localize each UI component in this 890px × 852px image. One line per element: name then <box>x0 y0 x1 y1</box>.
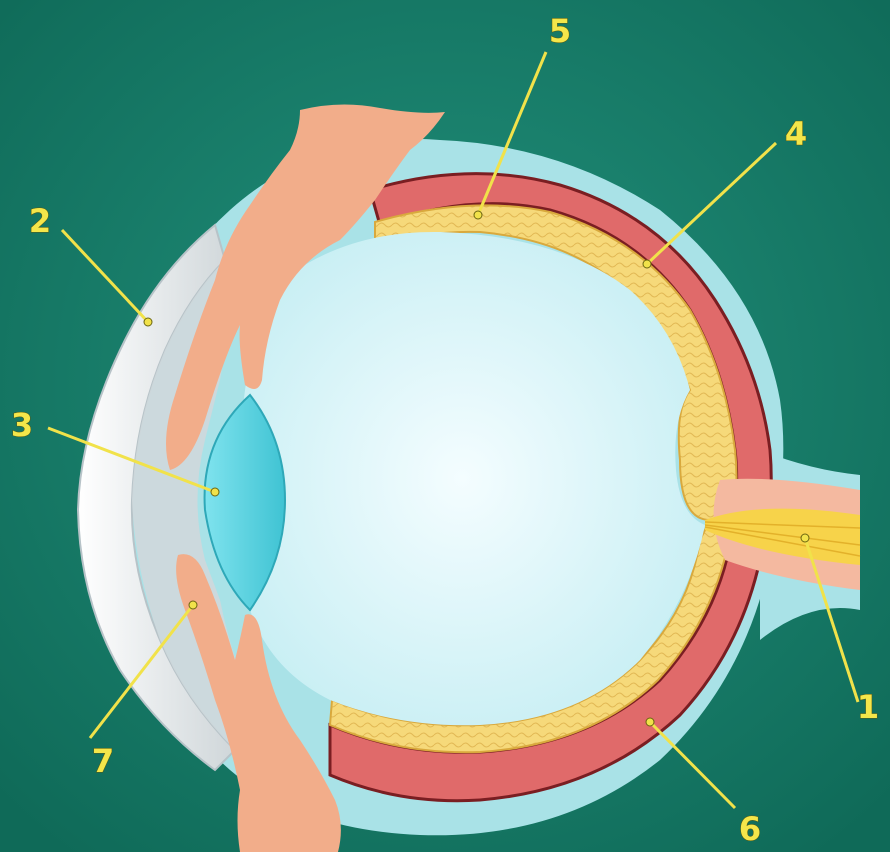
callout-dot-4 <box>643 260 651 268</box>
label-3: 3 <box>11 406 33 444</box>
callout-dot-1 <box>801 534 809 542</box>
callout-dot-6 <box>646 718 654 726</box>
callout-dot-2 <box>144 318 152 326</box>
vitreous-body <box>239 232 705 725</box>
label-7: 7 <box>92 742 114 780</box>
label-6: 6 <box>739 810 761 848</box>
callout-dot-7 <box>189 601 197 609</box>
label-2: 2 <box>29 202 51 240</box>
callout-dot-5 <box>474 211 482 219</box>
label-1: 1 <box>857 688 879 726</box>
callout-dot-3 <box>211 488 219 496</box>
label-4: 4 <box>785 115 807 153</box>
label-5: 5 <box>549 12 571 50</box>
